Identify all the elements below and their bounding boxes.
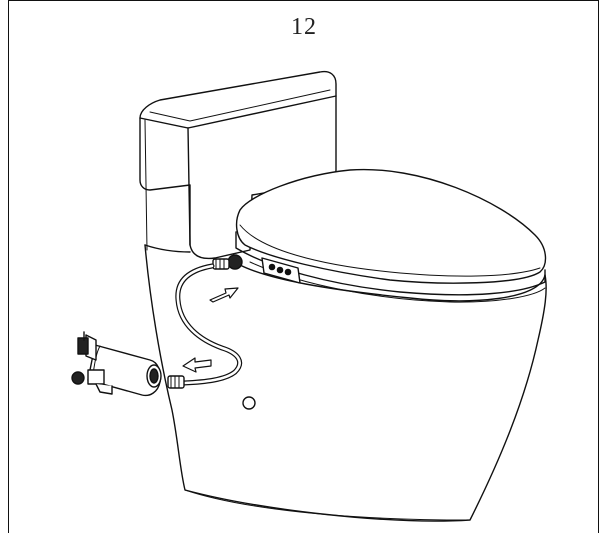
- seat-water-inlet: [212, 254, 243, 270]
- flow-arrow-icon: [182, 357, 212, 373]
- mounting-hole: [242, 396, 256, 410]
- page-frame: [8, 0, 599, 533]
- page-number: 12: [291, 14, 317, 40]
- water-hose: [167, 263, 242, 389]
- water-filter-valve: [71, 331, 162, 397]
- seat-control-panel: [261, 257, 301, 284]
- smart-seat-lid: [235, 168, 547, 303]
- flow-arrow-icon: [209, 287, 239, 303]
- toilet-bowl: [144, 244, 547, 522]
